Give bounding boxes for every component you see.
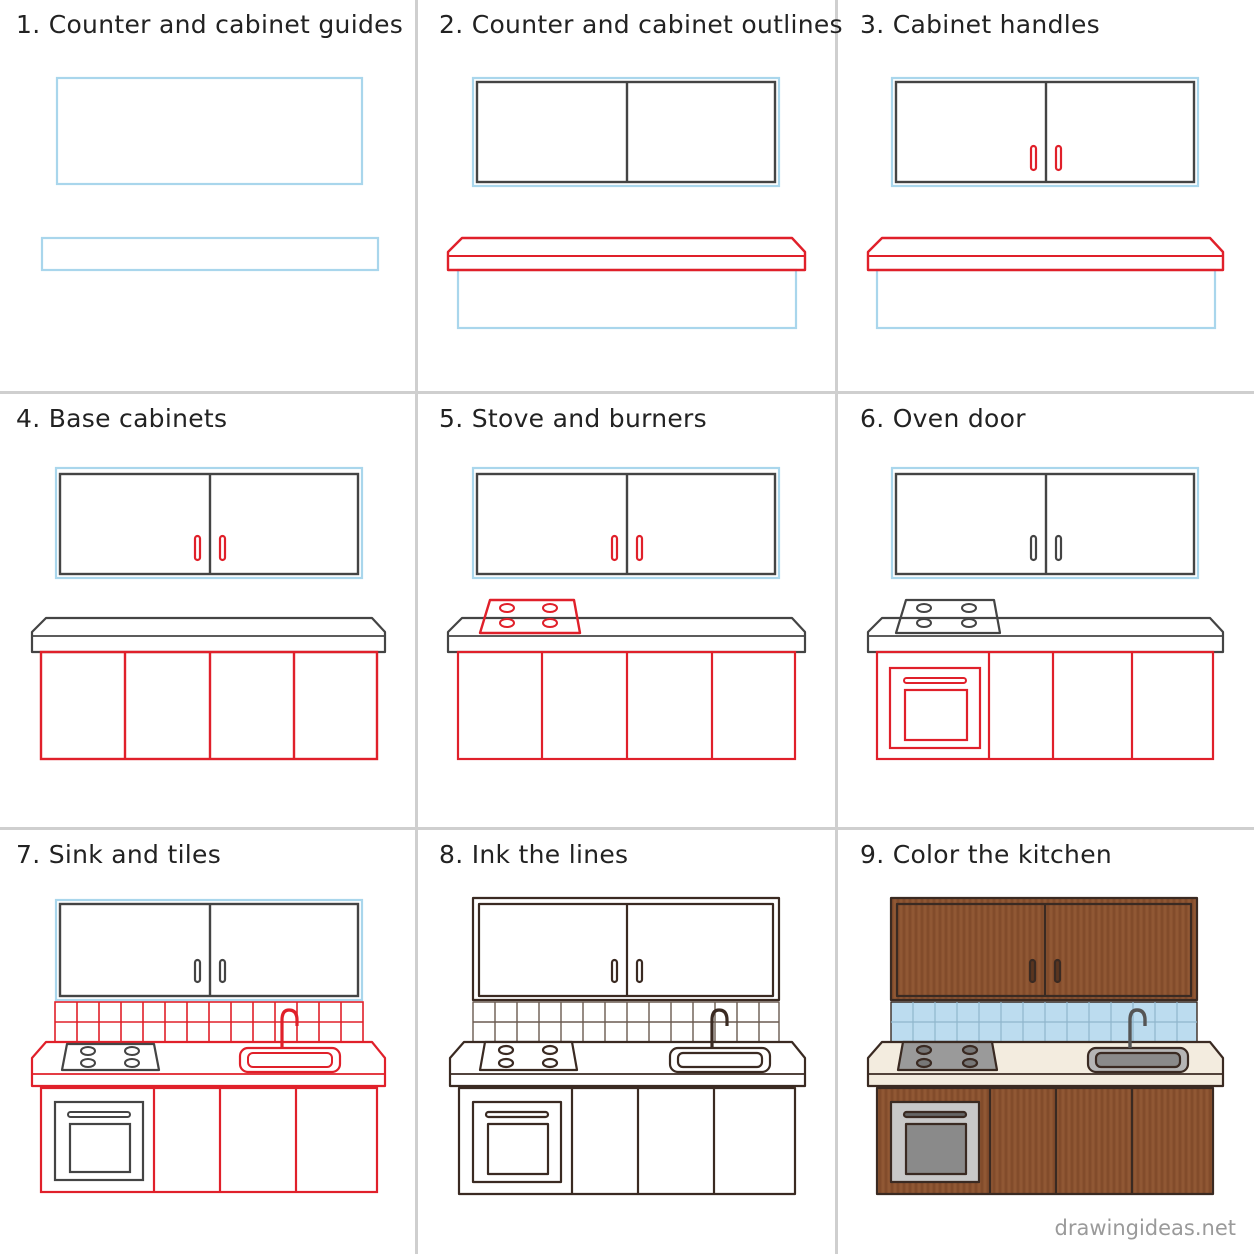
step-panel-3: 3. Cabinet handles xyxy=(836,0,1254,418)
grid-divider-horizontal xyxy=(0,827,1254,830)
step-panel-8: 8. Ink the lines xyxy=(418,830,836,1248)
step-panel-1: 1. Counter and cabinet guides xyxy=(0,0,418,418)
step-illustration-2 xyxy=(446,76,807,330)
step-panel-4: 4. Base cabinets xyxy=(0,394,418,812)
faucet xyxy=(280,1008,299,1048)
grid-divider-horizontal xyxy=(0,391,1254,394)
faucet xyxy=(1128,1008,1147,1048)
backsplash-tiles xyxy=(54,1001,364,1043)
step-title: 9. Color the kitchen xyxy=(860,840,1113,869)
grid-divider-vertical xyxy=(835,0,838,1254)
step-illustration-8 xyxy=(448,896,807,1196)
oven-door xyxy=(888,666,982,750)
step-illustration-5 xyxy=(446,466,807,761)
oven-window xyxy=(903,688,969,742)
step-panel-6: 6. Oven door xyxy=(836,394,1254,812)
step-illustration-9 xyxy=(866,896,1225,1196)
watermark: drawingideas.net xyxy=(1054,1216,1236,1240)
stovetop xyxy=(478,598,582,635)
step-title: 5. Stove and burners xyxy=(439,404,707,433)
grid-divider-vertical xyxy=(415,0,418,1254)
step-panel-5: 5. Stove and burners xyxy=(418,394,836,812)
step-title: 2. Counter and cabinet outlines xyxy=(439,10,843,39)
step-title: 3. Cabinet handles xyxy=(860,10,1100,39)
step-title: 1. Counter and cabinet guides xyxy=(16,10,404,39)
handle-left xyxy=(1029,144,1038,172)
handle-right xyxy=(1054,144,1063,172)
step-illustration-4 xyxy=(30,466,387,761)
step-title: 6. Oven door xyxy=(860,404,1026,433)
oven-handle xyxy=(903,677,967,684)
step-panel-2: 2. Counter and cabinet outlines xyxy=(418,0,843,418)
step-title: 7. Sink and tiles xyxy=(16,840,222,869)
step-illustration-3 xyxy=(866,76,1225,330)
step-illustration-6 xyxy=(866,466,1225,761)
step-title: 8. Ink the lines xyxy=(439,840,629,869)
step-title: 4. Base cabinets xyxy=(16,404,228,433)
stovetop xyxy=(896,1040,999,1072)
step-panel-7: 7. Sink and tiles xyxy=(0,830,418,1248)
sink xyxy=(238,1046,342,1074)
step-illustration-1 xyxy=(40,76,380,272)
step-illustration-7 xyxy=(30,898,387,1194)
step-panel-9: 9. Color the kitchen xyxy=(836,830,1254,1248)
